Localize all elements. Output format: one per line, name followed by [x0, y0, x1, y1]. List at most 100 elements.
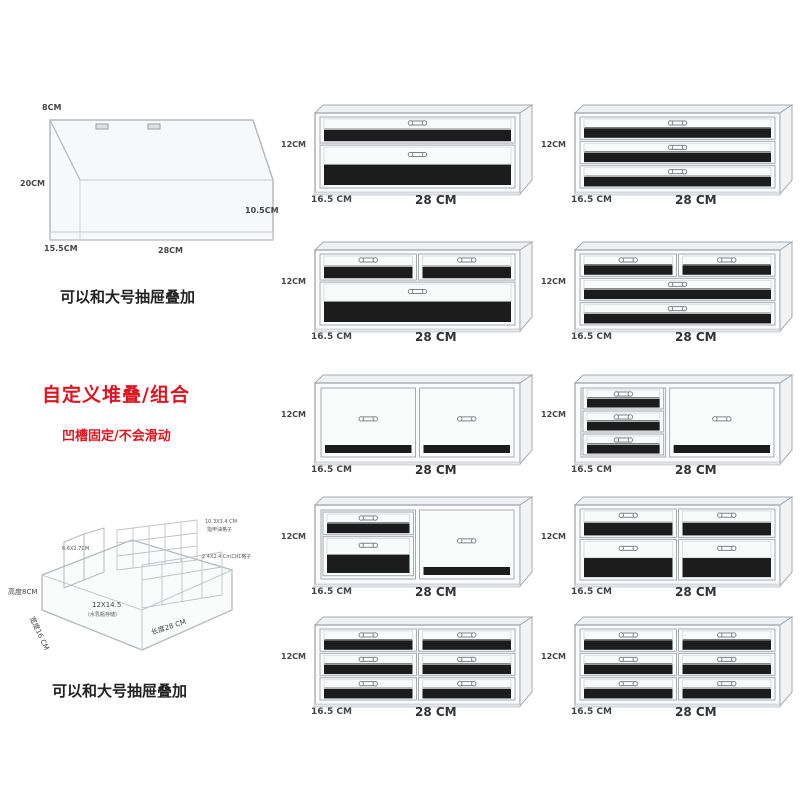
handle-knob: [372, 656, 378, 663]
lid-box-caption: 可以和大号抽屉叠加: [60, 288, 196, 306]
drawer-glass: [682, 630, 772, 641]
felt-liner: [682, 521, 771, 536]
unit-side: [519, 496, 533, 588]
handle-knob: [471, 416, 477, 422]
unit-depth-label: 16.5 CM: [311, 195, 352, 205]
handle-knob: [627, 437, 634, 443]
drawer-glass: [422, 255, 512, 267]
handle-knob: [613, 391, 620, 397]
organizer-center-sublabel: (水乳瓶存储): [88, 612, 117, 618]
drawer-glass: [583, 541, 673, 559]
handle-knob: [731, 680, 737, 687]
unit-top: [313, 496, 534, 506]
handle-knob: [681, 144, 688, 151]
unit-width-label: 28 CM: [415, 585, 457, 599]
felt-liner: [327, 554, 410, 573]
felt-liner: [587, 397, 660, 408]
handle-knob: [471, 257, 477, 263]
drawer-unit-illustration: [313, 616, 534, 708]
handle-knob: [667, 144, 674, 151]
handle-knob: [717, 632, 723, 638]
lid-front-height-label: 10.5CM: [245, 206, 279, 215]
unit-top: [313, 241, 534, 251]
felt-liner: [327, 522, 410, 534]
organizer-top-right-sublabel: 指甲油格子: [207, 527, 233, 533]
unit-width-label: 28 CM: [415, 463, 457, 477]
drawer-glass: [583, 304, 772, 315]
unit-side: [779, 241, 793, 333]
drawer-glass: [323, 679, 413, 690]
unit-base: [574, 703, 781, 708]
organizer-top-right-label: 10.3X3.4 CM: [205, 519, 237, 525]
drawer-glass: [682, 541, 772, 559]
handle-knob: [372, 680, 378, 687]
unit-top: [573, 104, 794, 114]
unit-height-label: 12CM: [281, 532, 306, 541]
felt-liner: [423, 567, 510, 575]
drawer-unit-illustration: [313, 496, 534, 588]
handle-knob: [667, 120, 674, 126]
handle-knob: [667, 168, 674, 175]
handle-knob: [407, 120, 414, 126]
felt-liner: [584, 521, 673, 536]
handle-knob: [358, 542, 364, 548]
felt-liner: [584, 151, 771, 163]
organizer-height-label: 高度8CM: [8, 588, 38, 596]
felt-liner: [324, 639, 413, 650]
lid-depth-label: 15.5CM: [44, 244, 78, 253]
unit-side: [519, 104, 533, 196]
handle-knob: [457, 632, 463, 638]
unit-base: [574, 328, 781, 333]
organizer-lipstick-label: 2.4X2.4 Cm口红格子: [202, 554, 252, 560]
unit-side: [779, 104, 793, 196]
drawer-glass: [583, 279, 772, 290]
drawer-glass: [586, 412, 661, 422]
handle-knob: [421, 288, 428, 295]
unit-base: [314, 328, 521, 333]
handle-knob: [632, 512, 638, 518]
unit-width-label: 28 CM: [675, 463, 717, 477]
drawer-glass: [323, 118, 512, 130]
handle-knob: [471, 632, 477, 638]
handle-knob: [471, 680, 477, 687]
felt-liner: [423, 445, 510, 453]
handle-knob: [731, 656, 737, 663]
drawer-unit-illustration: [313, 241, 534, 333]
handle-knob: [717, 545, 723, 552]
handle-knob: [731, 512, 737, 518]
handle-knob: [372, 257, 378, 263]
handle-knob: [372, 632, 378, 638]
handle-knob: [457, 538, 463, 544]
unit-width-label: 28 CM: [675, 705, 717, 719]
felt-liner: [324, 687, 413, 699]
unit-side: [519, 616, 533, 708]
lid-height-label: 20CM: [20, 179, 45, 188]
unit-base: [314, 703, 521, 708]
handle-knob: [667, 281, 674, 288]
drawer-glass: [682, 654, 772, 665]
unit-width-label: 28 CM: [675, 193, 717, 207]
handle-knob: [681, 120, 688, 126]
unit-height-label: 12CM: [281, 652, 306, 661]
drawer-unit-illustration: [573, 496, 794, 588]
unit-width-label: 28 CM: [415, 705, 457, 719]
drawer-glass: [583, 679, 673, 690]
lid-box-illustration: [49, 119, 274, 241]
handle-knob: [632, 680, 638, 687]
unit-side: [519, 374, 533, 466]
unit-base: [314, 461, 521, 466]
handle-knob: [358, 515, 364, 521]
handle-knob: [457, 656, 463, 663]
handle-knob: [358, 680, 364, 687]
handle-knob: [618, 632, 624, 638]
unit-depth-label: 16.5 CM: [571, 332, 612, 342]
felt-liner: [682, 639, 771, 650]
handle-knob: [457, 416, 463, 422]
unit-depth-label: 16.5 CM: [311, 465, 352, 475]
handle-knob: [372, 542, 378, 548]
handle-knob: [421, 120, 428, 126]
handle-knob: [731, 545, 737, 552]
unit-width-label: 28 CM: [675, 330, 717, 344]
handle-knob: [717, 680, 723, 687]
felt-liner: [673, 445, 770, 453]
